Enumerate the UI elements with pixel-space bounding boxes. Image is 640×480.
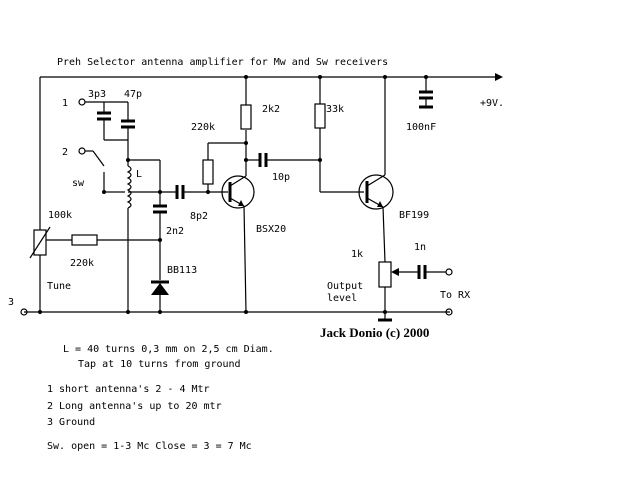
junction-dot [158,310,162,314]
resistor-220k-top-label: 220k [191,122,215,133]
note-line-5: 3 Ground [47,417,95,428]
pot-wiper-arrow-icon [391,268,399,276]
terminal-3-label: 3 [8,297,14,308]
inductor-coil [126,165,132,209]
resistor-2k2-label: 2k2 [262,104,280,115]
terminal-1-label: 1 [62,98,68,109]
terminal-1 [78,98,86,106]
cap-1n-label: 1n [414,242,426,253]
author-credit: Jack Donio (c) 2000 [320,325,429,340]
junction-dot [318,158,322,162]
inductor-label: L [136,169,142,180]
rx-terminal-hot [445,268,453,276]
resistor-2k2 [240,104,252,130]
cap-2n2-label: 2n2 [166,226,184,237]
junction-dot [383,75,387,79]
note-line-1: L = 40 turns 0,3 mm on 2,5 cm Diam. [63,344,274,355]
junction-dot [206,190,210,194]
varicap-diode-icon [151,283,169,295]
resistor-220k-top [202,159,214,185]
resistor-220k-low-label: 220k [70,258,94,269]
pot-100k-label: 100k [48,210,72,221]
junction-dot [383,310,387,314]
wire [243,205,247,313]
junction-dot [244,141,248,145]
pot-1k-label: 1k [351,249,363,260]
cap-47p-label: 47p [124,89,142,100]
emitter-arrow-icon [377,201,383,207]
junction-dot [244,75,248,79]
emitter-arrow-icon [238,200,244,206]
resistor-33k [314,103,326,129]
transistor-bf199-label: BF199 [399,210,429,221]
varicap-label: BB113 [167,265,197,276]
switch-blade [92,150,105,167]
cap-3p3-label: 3p3 [88,89,106,100]
junction-dot [158,190,162,194]
switch-label: sw [72,178,85,189]
terminal-2-label: 2 [62,147,68,158]
cap-8p2-label: 8p2 [190,211,208,222]
junction-dot [38,310,42,314]
supply-arrow-icon [495,73,503,81]
resistor-33k-label: 33k [326,104,344,115]
note-line-3: 1 short antenna's 2 - 4 Mtr [47,384,210,395]
note-line-6: Sw. open = 1-3 Mc Close = 3 = 7 Mc [47,441,252,452]
transistor-bf199-collector [366,174,386,187]
output-level-label-2: level [327,293,357,304]
pot-100k-body [33,229,47,256]
junction-dot [244,310,248,314]
to-rx-label: To RX [440,290,470,301]
output-level-label-1: Output [327,281,363,292]
resistor-220k-low [71,234,98,246]
tune-label: Tune [47,281,71,292]
transistor-bsx20-body [221,175,255,209]
wire [382,206,386,263]
junction-dot [126,310,130,314]
supply-label: +9V. [480,98,504,109]
pot-1k-body [378,261,392,288]
junction-dot [318,75,322,79]
transistor-bf199-body [358,174,394,210]
cap-10p-label: 10p [272,172,290,183]
junction-dot [424,75,428,79]
note-line-4: 2 Long antenna's up to 20 mtr [47,401,222,412]
note-line-2: Tap at 10 turns from ground [78,359,241,370]
terminal-2 [78,147,86,155]
transistor-bsx20-label: BSX20 [256,224,286,235]
terminal-3 [20,308,28,316]
schematic-title: Preh Selector antenna amplifier for Mw a… [57,57,388,68]
pot-100k-arrow [29,226,51,259]
transistor-bsx20-collector [229,175,247,187]
junction-dot [102,190,106,194]
rx-terminal-ground [445,308,453,316]
cap-100nf-label: 100nF [406,122,436,133]
